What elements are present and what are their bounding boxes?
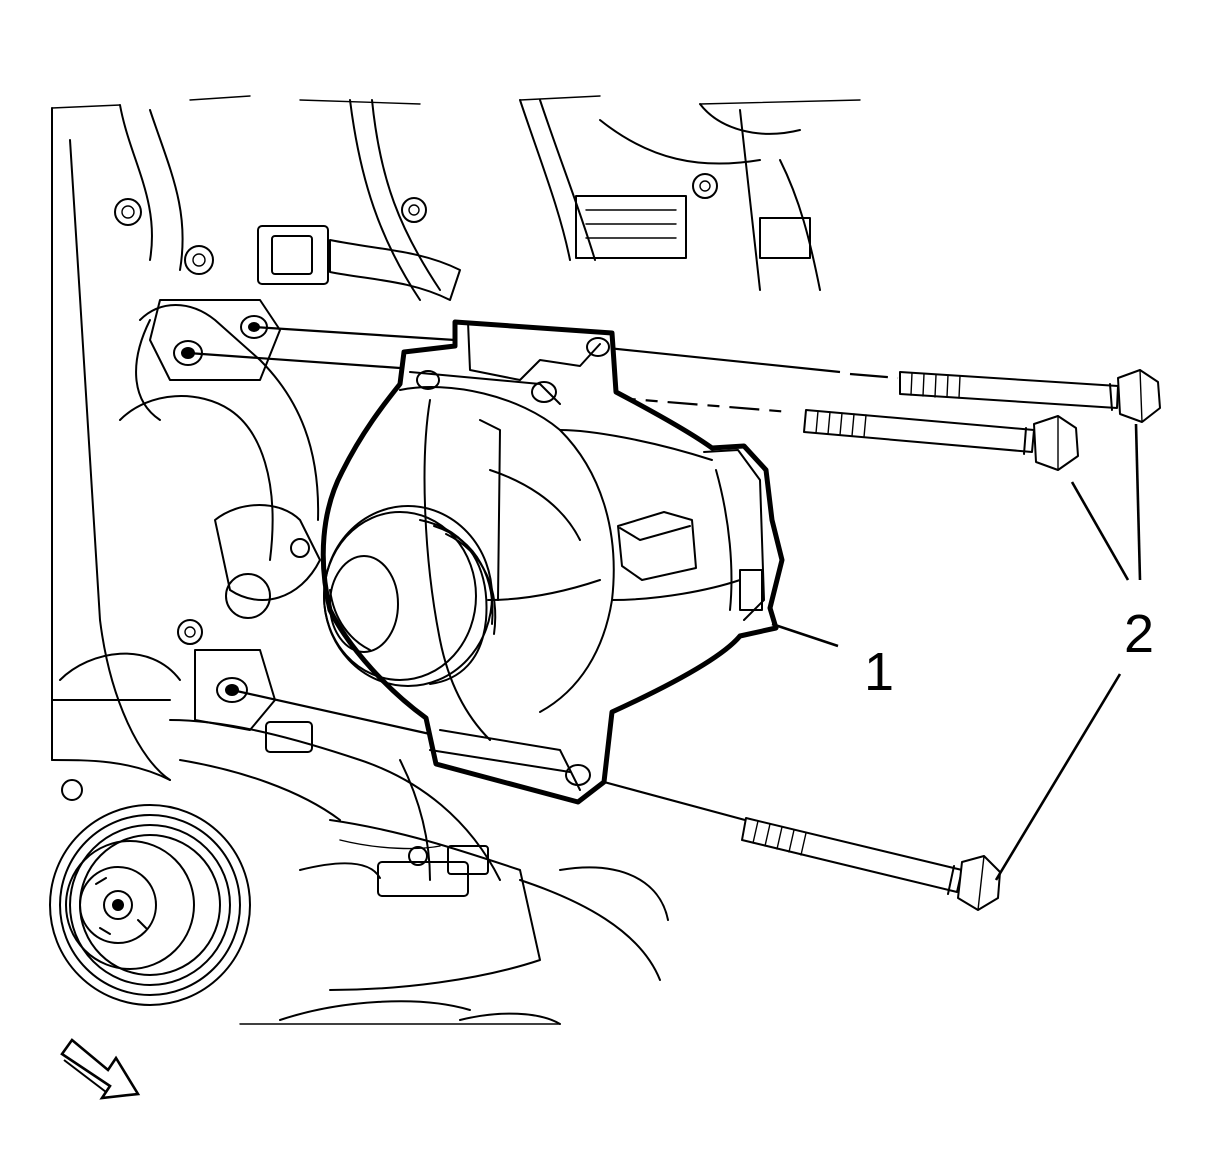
- callout-1-label: 1: [864, 642, 894, 702]
- generator-bolts: [741, 369, 1161, 911]
- upper-bolt: [899, 369, 1161, 423]
- middle-bolt: [803, 409, 1079, 471]
- engine-block-background: [49, 95, 861, 1025]
- generator: [320, 319, 785, 805]
- callout-leaders: [771, 423, 1142, 881]
- bolt-alignment-lines: [187, 325, 899, 822]
- front-view-arrow-icon: [60, 1038, 141, 1100]
- callout-2-label: 2: [1124, 604, 1154, 664]
- lower-bolt: [741, 817, 1001, 911]
